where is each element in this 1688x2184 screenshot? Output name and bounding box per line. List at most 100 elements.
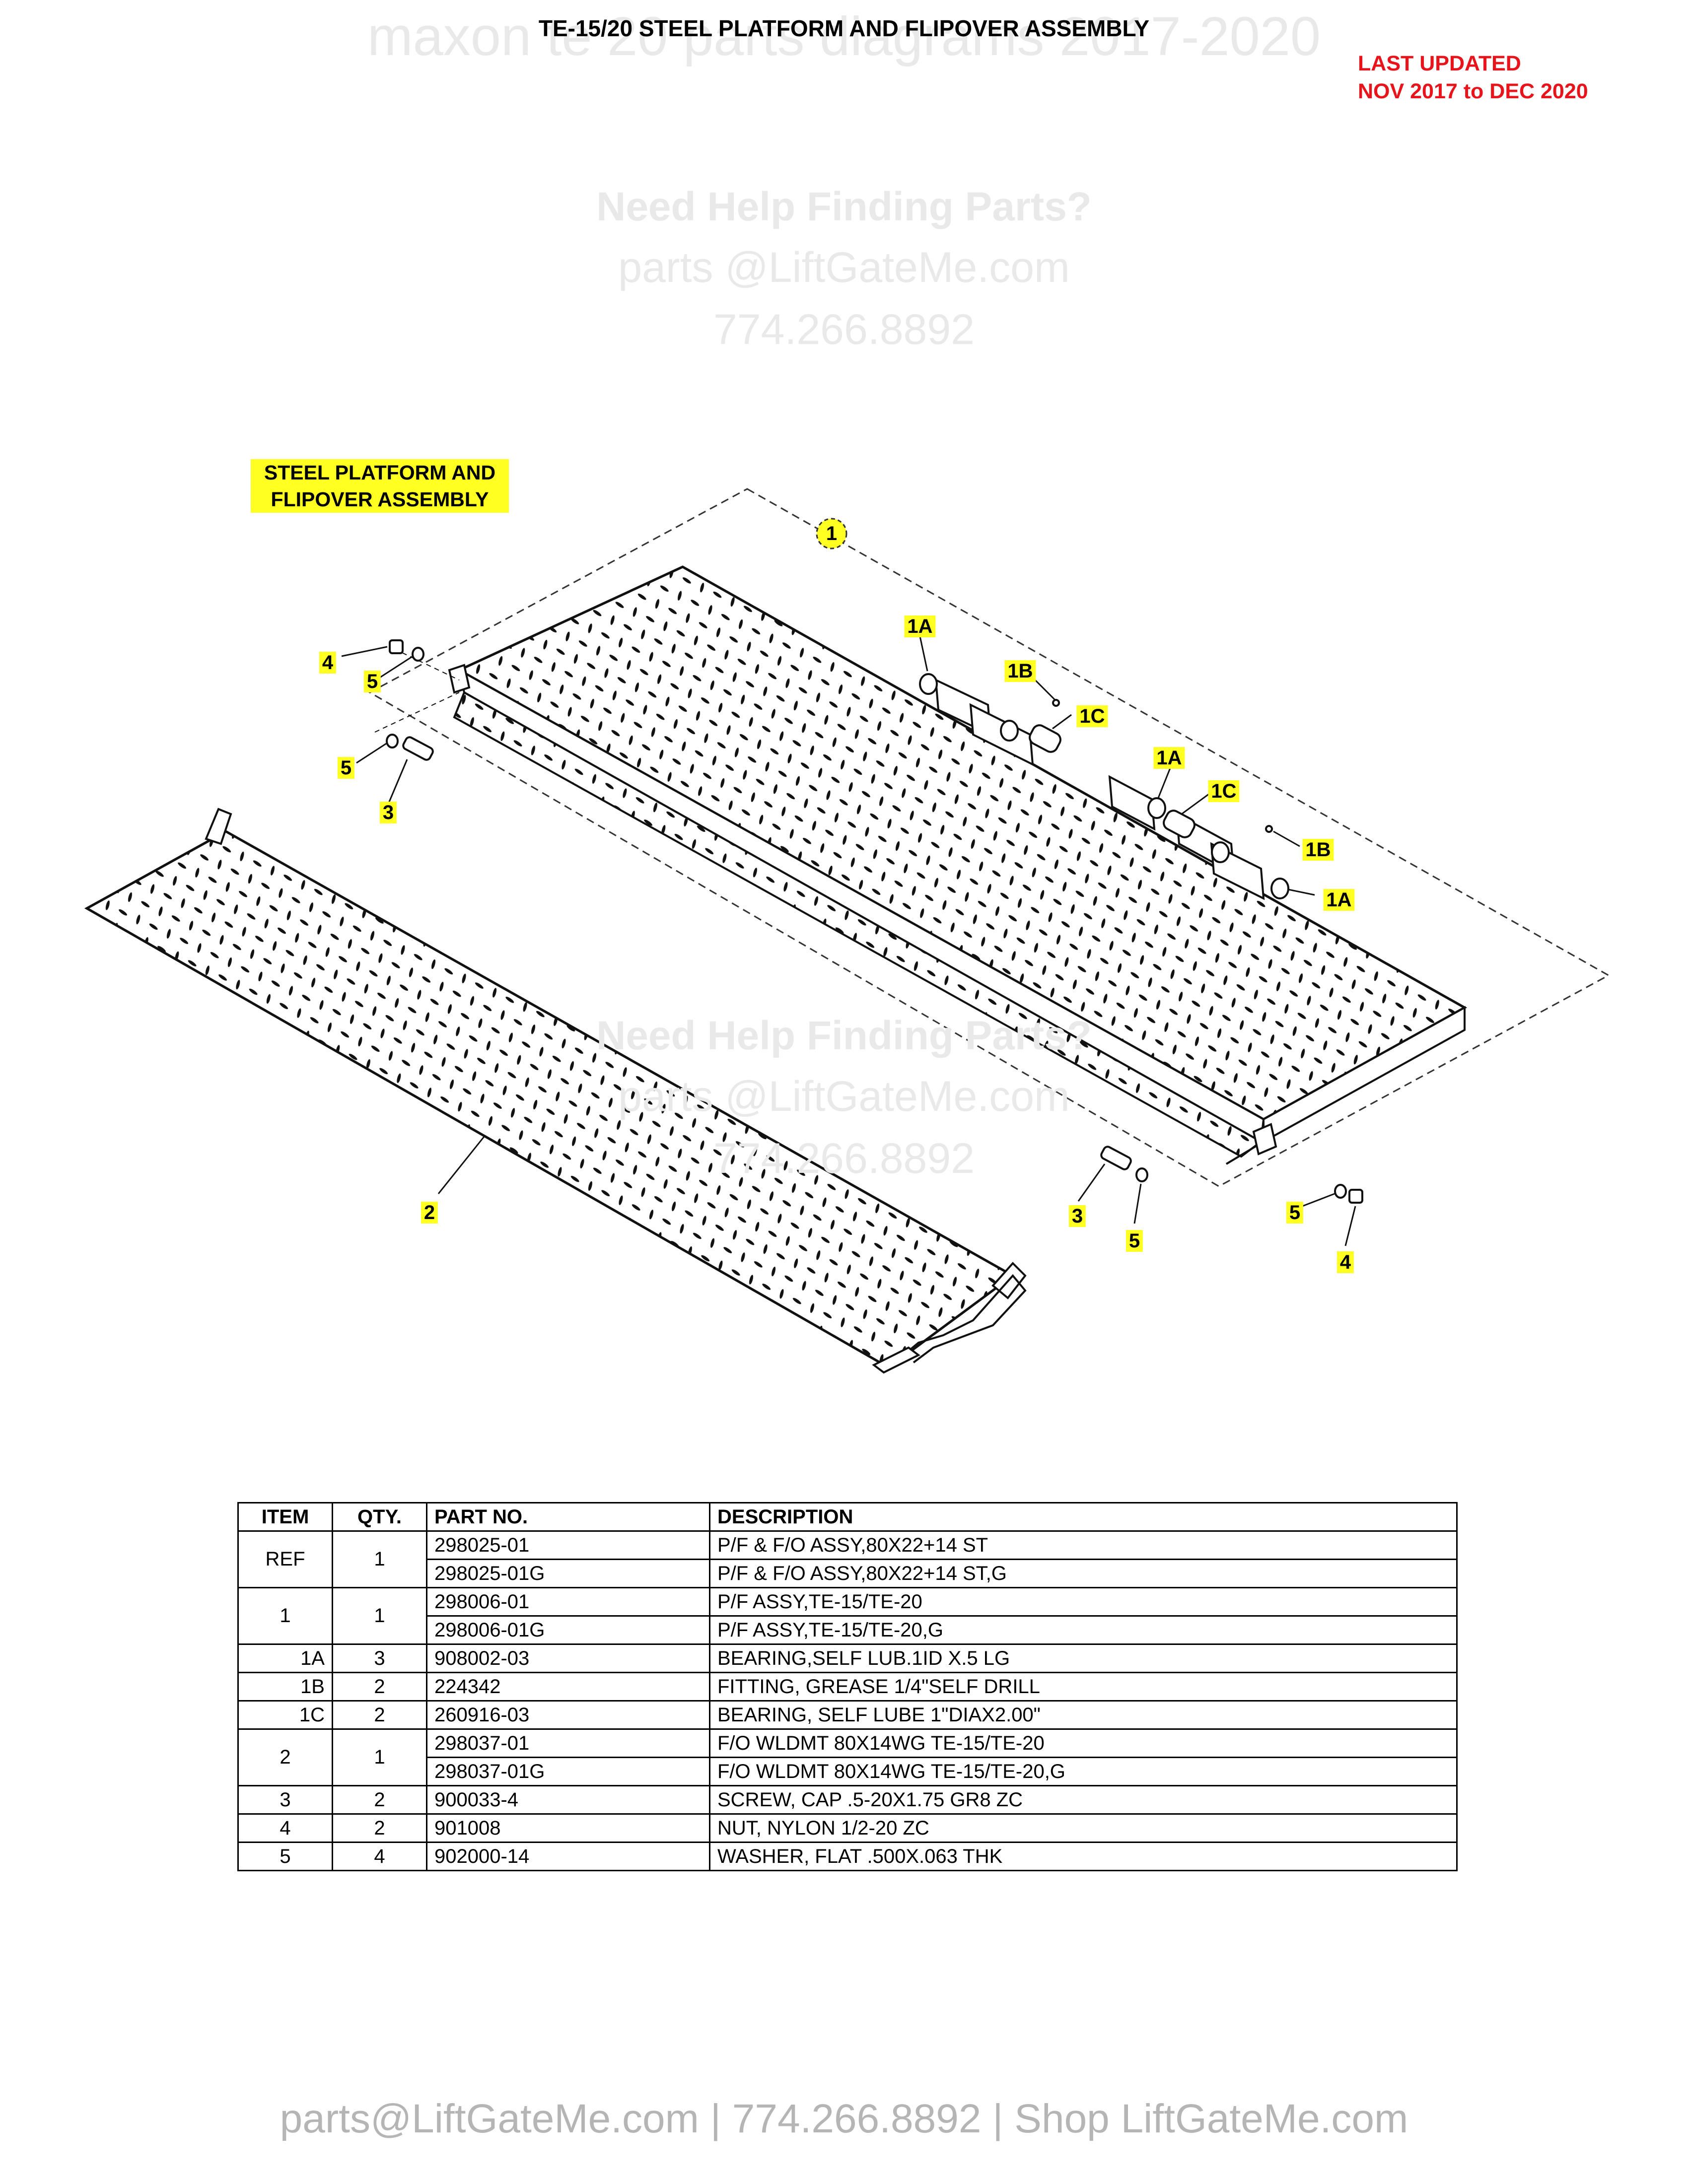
assembly-label-line-2: FLIPOVER ASSEMBLY xyxy=(271,488,489,511)
last-updated: LAST UPDATED NOV 2017 to DEC 2020 xyxy=(1358,50,1588,105)
cell-qty: 1 xyxy=(332,1530,427,1588)
cell-description: SCREW, CAP .5-20X1.75 GR8 ZC xyxy=(709,1785,1458,1815)
cell-part-no: 902000-14 xyxy=(426,1842,710,1871)
cell-part-no: 298037-01G xyxy=(426,1757,710,1786)
watermark-help-heading-mid: Need Help Finding Parts? xyxy=(596,1013,1092,1058)
cell-item: REF xyxy=(237,1530,333,1588)
callout-5: 5 xyxy=(1286,1202,1304,1224)
callout-4: 4 xyxy=(1336,1251,1354,1273)
callout-2: 2 xyxy=(421,1202,438,1224)
watermark-help-phone-mid: 774.266.8892 xyxy=(713,1135,975,1182)
cell-part-no: 260916-03 xyxy=(426,1700,710,1730)
cell-qty: 2 xyxy=(332,1813,427,1843)
cell-qty: 1 xyxy=(332,1728,427,1786)
last-updated-range: NOV 2017 to DEC 2020 xyxy=(1358,79,1588,103)
header-part-no: PART NO. xyxy=(426,1502,710,1532)
header-qty: QTY. xyxy=(332,1502,427,1532)
cell-qty: 1 xyxy=(332,1587,427,1645)
cell-description: P/F & F/O ASSY,80X22+14 ST,G xyxy=(709,1559,1458,1588)
cell-item: 4 xyxy=(237,1813,333,1843)
cell-description: F/O WLDMT 80X14WG TE-15/TE-20,G xyxy=(709,1757,1458,1786)
header-item: ITEM xyxy=(237,1502,333,1532)
cell-item: 1A xyxy=(237,1643,333,1673)
callout-5: 5 xyxy=(1125,1230,1143,1252)
callout-1-ring xyxy=(816,518,847,549)
callout-1: 1 xyxy=(826,523,838,545)
cell-qty: 2 xyxy=(332,1672,427,1702)
exploded-diagram xyxy=(84,488,1611,1374)
cell-part-no: 298025-01G xyxy=(426,1559,710,1588)
callout-1b: 1B xyxy=(1004,660,1036,682)
callout-1a: 1A xyxy=(1153,747,1185,769)
cell-item: 3 xyxy=(237,1785,333,1815)
cell-item: 1 xyxy=(237,1587,333,1645)
cell-item: 2 xyxy=(237,1728,333,1786)
cell-description: F/O WLDMT 80X14WG TE-15/TE-20 xyxy=(709,1728,1458,1758)
cell-description: NUT, NYLON 1/2-20 ZC xyxy=(709,1813,1458,1843)
cell-qty: 2 xyxy=(332,1785,427,1815)
cell-description: P/F ASSY,TE-15/TE-20,G xyxy=(709,1615,1458,1645)
cell-part-no: 900033-4 xyxy=(426,1785,710,1815)
header-description: DESCRIPTION xyxy=(709,1502,1458,1532)
table-header-row: ITEM QTY. PART NO. DESCRIPTION xyxy=(237,1502,1458,1532)
cell-part-no: 298025-01 xyxy=(426,1530,710,1560)
watermark-top: maxon te 20 parts diagrams 2017-2020 xyxy=(367,6,1321,67)
page-title: TE-15/20 STEEL PLATFORM AND FLIPOVER ASS… xyxy=(538,15,1150,41)
callout-1c: 1C xyxy=(1076,705,1108,727)
callout-5: 5 xyxy=(363,671,381,692)
leader-lines xyxy=(341,636,1356,1246)
callout-1a: 1A xyxy=(904,615,936,637)
callout-4: 4 xyxy=(319,652,337,674)
cell-description: FITTING, GREASE 1/4"SELF DRILL xyxy=(709,1672,1458,1702)
watermark-help-phone: 774.266.8892 xyxy=(713,306,975,353)
callout-3: 3 xyxy=(379,802,397,823)
cell-item: 1B xyxy=(237,1672,333,1702)
cell-description: P/F ASSY,TE-15/TE-20 xyxy=(709,1587,1458,1617)
flipover-part-2 xyxy=(84,808,1027,1374)
assembly-label-line-1: STEEL PLATFORM AND xyxy=(264,461,496,484)
platform-part-1 xyxy=(448,565,1468,1165)
cell-part-no: 224342 xyxy=(426,1672,710,1702)
cell-description: P/F & F/O ASSY,80X22+14 ST xyxy=(709,1530,1458,1560)
cell-qty: 4 xyxy=(332,1842,427,1871)
cell-part-no: 298006-01 xyxy=(426,1587,710,1617)
cell-part-no: 298037-01 xyxy=(426,1728,710,1758)
assembly-boundary xyxy=(368,488,1611,1187)
watermark-help-email-mid: parts @LiftGateMe.com xyxy=(618,1073,1070,1120)
callout-5: 5 xyxy=(337,757,355,779)
cell-description: WASHER, FLAT .500X.063 THK xyxy=(709,1842,1458,1871)
cell-qty: 3 xyxy=(332,1643,427,1673)
cell-item: 5 xyxy=(237,1842,333,1871)
assembly-label: STEEL PLATFORM AND FLIPOVER ASSEMBLY xyxy=(251,459,509,513)
callout-1c: 1C xyxy=(1208,780,1240,802)
cell-part-no: 901008 xyxy=(426,1813,710,1843)
cell-qty: 2 xyxy=(332,1700,427,1730)
callout-1a: 1A xyxy=(1323,889,1355,911)
callout-3: 3 xyxy=(1068,1205,1086,1227)
hardware-parts xyxy=(374,639,1363,1204)
last-updated-label: LAST UPDATED xyxy=(1358,52,1521,75)
bearing-parts xyxy=(919,673,1289,899)
callout-1b: 1B xyxy=(1302,839,1334,861)
watermark-help-heading: Need Help Finding Parts? xyxy=(596,184,1092,229)
cell-item: 1C xyxy=(237,1700,333,1730)
cell-description: BEARING,SELF LUB.1ID X.5 LG xyxy=(709,1643,1458,1673)
footer-contact: parts@LiftGateMe.com | 774.266.8892 | Sh… xyxy=(280,2096,1408,2141)
cell-description: BEARING, SELF LUBE 1"DIAX2.00" xyxy=(709,1700,1458,1730)
watermark-help-email: parts @LiftGateMe.com xyxy=(618,244,1070,291)
cell-part-no: 908002-03 xyxy=(426,1643,710,1673)
cell-part-no: 298006-01G xyxy=(426,1615,710,1645)
